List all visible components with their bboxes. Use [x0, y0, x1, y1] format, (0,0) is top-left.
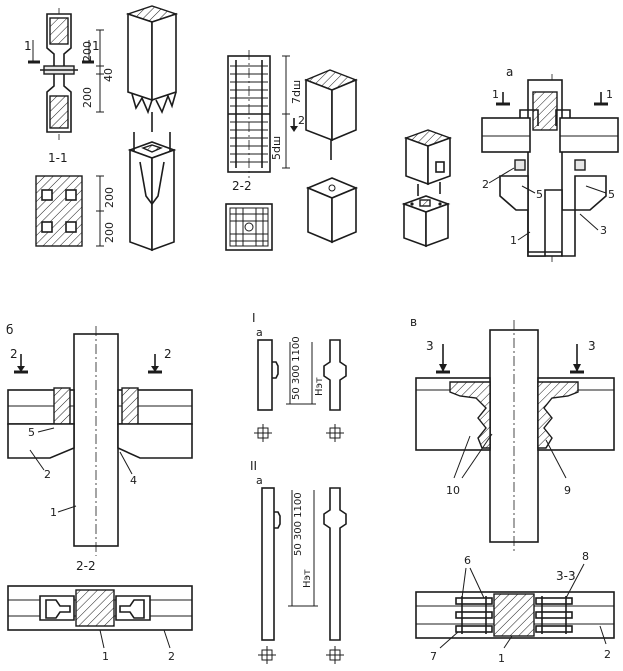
callout-2-b: 2 — [44, 468, 51, 481]
dim-5dw: 5dш — [270, 136, 283, 160]
callout-5-left: 5 — [536, 188, 543, 201]
dim-200-upper: 200 — [81, 41, 94, 62]
cut-1-left: 1 — [492, 88, 499, 101]
panel-socket-isometric — [401, 129, 453, 248]
callout-2: 2 — [482, 178, 489, 191]
variant-letter-v: в — [410, 315, 417, 329]
cut-2-left: 2 — [10, 347, 18, 361]
callout-9: 9 — [564, 484, 571, 497]
column-type-I-a — [257, 339, 279, 411]
plan-callout-7: 7 — [430, 650, 437, 663]
section-title-1-1: 1-1 — [48, 151, 68, 165]
plates-left — [455, 596, 493, 634]
callout-5: 5 — [28, 426, 35, 439]
panel-variant-b: б 2 2 5 2 4 1 2-2 — [6, 323, 193, 663]
variant-letter-a: a — [506, 65, 513, 79]
panel-dowel-joint: 7dш 5dш 2 2-2 — [225, 50, 359, 251]
dowel-elevation: 7dш 5dш 2 — [227, 50, 305, 178]
plan-callout-1: 1 — [102, 650, 109, 663]
section-title-2-2: 2-2 — [232, 179, 252, 193]
callout-5-right: 5 — [608, 188, 615, 201]
panel-variant-v: в 3 3 10 9 3-3 — [410, 315, 615, 665]
section-title-3-3: 3-3 — [556, 569, 576, 583]
group-label-I: I — [252, 311, 256, 325]
cut-markers-1: 1 1 — [492, 88, 613, 106]
section-cut-marker-left: 1 — [24, 39, 40, 64]
dims-I-text: 50 300 1100 — [291, 336, 302, 400]
dim-7dw: 7dш — [290, 80, 303, 104]
column-elevation — [40, 8, 78, 140]
variant-letter-b: б — [6, 323, 13, 337]
callouts-a: 2 5 5 1 3 — [482, 167, 615, 247]
plan-symbols-I — [254, 424, 344, 442]
callout-1-b: 1 — [50, 506, 57, 519]
dim-40: 40 — [102, 68, 115, 82]
callout-1: 1 — [510, 234, 517, 247]
callout-4: 4 — [130, 474, 137, 487]
callout-10: 10 — [446, 484, 460, 497]
callouts-b: 5 2 4 1 — [28, 426, 137, 519]
column-type-I-b — [323, 339, 347, 411]
dimension-line-vertical: 200 40 200 — [81, 29, 115, 113]
floor-slabs — [481, 117, 619, 153]
dims-I: 50 300 1100 Hэт — [286, 336, 325, 405]
dowel-isometric-upper — [304, 69, 358, 160]
dims-II-text: 50 300 1100 — [293, 492, 304, 556]
panel-column-types: I a 50 300 1100 Hэт II a — [250, 311, 347, 664]
height-II-text: Hэт — [302, 569, 313, 588]
cut-markers-2: 2 2 — [10, 347, 172, 374]
plan-callout-2: 2 — [168, 650, 175, 663]
sub-label-a-II: a — [256, 474, 263, 487]
plan-callout-6: 6 — [464, 554, 471, 567]
section-1-1-plan: 200 200 — [35, 175, 116, 247]
column-isometric-lower — [127, 132, 177, 252]
section-cut-marker-right: 1 — [82, 39, 100, 64]
plan-callout-1-v: 1 — [498, 652, 505, 665]
column-isometric-upper — [125, 5, 179, 132]
cut-markers-3: 3 3 — [426, 339, 596, 374]
dim-200-lower: 200 — [81, 87, 94, 108]
cut-label-2: 2 — [298, 114, 305, 127]
plates-right — [535, 596, 573, 634]
cut-label-left: 1 — [24, 39, 32, 53]
section-2-2-plan — [225, 203, 273, 251]
panel-column-splice: 1 1 200 40 200 1-1 200 — [24, 5, 179, 252]
plan-symbols-II — [258, 646, 344, 664]
plan-callout-2-v: 2 — [604, 648, 611, 661]
column-type-II-b — [323, 487, 347, 641]
group-label-II: II — [250, 459, 257, 473]
cut-label-right: 1 — [92, 39, 100, 53]
cut-3-right: 3 — [588, 339, 596, 353]
sec-dim-200-b: 200 — [103, 222, 116, 243]
sub-label-a-I: a — [256, 326, 263, 339]
callout-3: 3 — [600, 224, 607, 237]
sec-dim-200-a: 200 — [103, 187, 116, 208]
height-I-text: Hэт — [314, 377, 325, 396]
section-2-2-plan-b: 1 2 — [7, 585, 193, 663]
dowel-isometric-lower — [305, 177, 359, 244]
column-type-II-a — [261, 487, 281, 641]
cut-2-right: 2 — [164, 347, 172, 361]
dims-II: 50 300 1100 Hэт — [288, 490, 318, 607]
section-3-3-plan: 6 8 7 1 2 — [415, 550, 615, 665]
cut-1-right: 1 — [606, 88, 613, 101]
callouts-v: 10 9 — [446, 433, 571, 497]
plan-callout-8: 8 — [582, 550, 589, 563]
cut-3-left: 3 — [426, 339, 434, 353]
panel-variant-a: a 1 1 2 5 5 1 — [481, 65, 619, 262]
section-title-2-2-b: 2-2 — [76, 559, 96, 573]
